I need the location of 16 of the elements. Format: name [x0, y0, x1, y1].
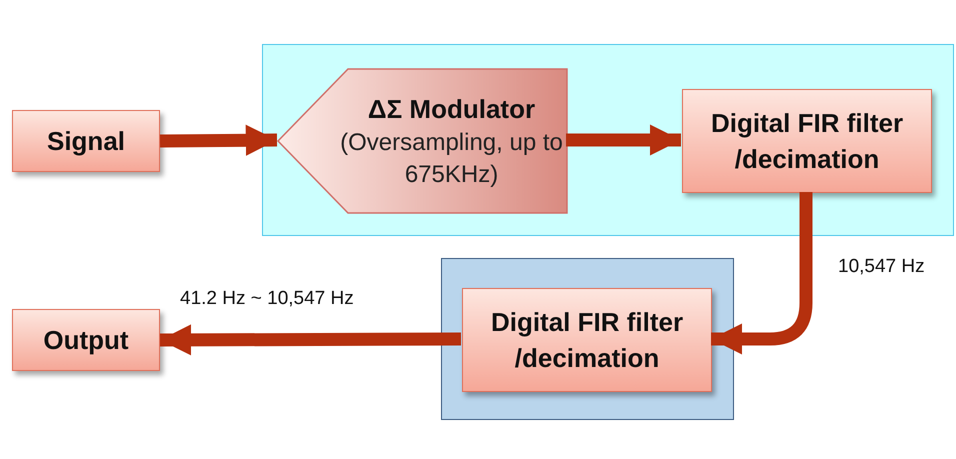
block-label: Output: [43, 324, 129, 357]
block-description: (Oversampling, up to 675KHz): [339, 128, 564, 190]
block-title: ΔΣ Modulator: [368, 93, 536, 126]
block-arrow: [160, 124, 278, 156]
block-label: Signal: [46, 125, 125, 158]
process-box: [12, 309, 160, 371]
block-arrow: [566, 124, 681, 156]
block-arrow: [711, 192, 812, 355]
block-arrow: [160, 324, 462, 356]
container-panel: [441, 258, 734, 420]
process-box: [12, 110, 160, 172]
container-panel: [262, 44, 954, 236]
block-label: Digital FIR filter /decimation: [710, 107, 904, 176]
process-box: [462, 288, 712, 392]
process-box: [682, 89, 932, 193]
block-label: Digital FIR filter /decimation: [490, 306, 684, 375]
